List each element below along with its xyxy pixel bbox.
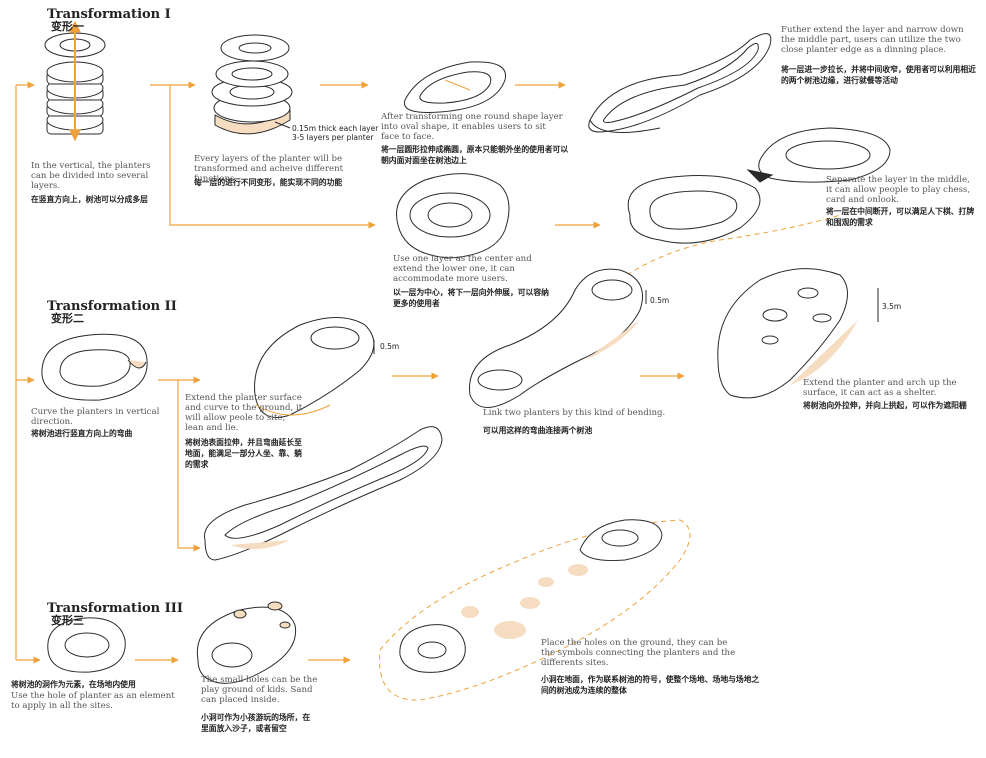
sandpit-planter-sketch bbox=[196, 601, 297, 684]
caption-link-planters-cn: 可以用这样的弯曲连接两个树池 bbox=[483, 426, 593, 435]
curved-planter-sketch bbox=[41, 333, 148, 401]
layered-planter-sketch bbox=[211, 34, 293, 135]
section-title-cn-2: 变形二 bbox=[51, 312, 84, 325]
dimension-layers-per-planter: 3-5 layers per planter bbox=[292, 133, 374, 142]
caption-vertical-layers: In the vertical, the planters can be div… bbox=[31, 161, 151, 191]
section-title-3: Transformation III bbox=[47, 601, 183, 616]
extended-curve-planter-sketch bbox=[254, 317, 375, 418]
dimension-link-height: 0.5m bbox=[650, 296, 670, 305]
caption-layer-functions-cn: 每一层的进行不同变形，能实现不同的功能 bbox=[194, 178, 343, 187]
caption-center-layer-cn: 以一层为中心，将下一层向外伸展，可以容纳更多的使用者 bbox=[393, 288, 549, 308]
stacked-planter-sketch bbox=[44, 20, 106, 142]
section-title-2: Transformation II bbox=[47, 299, 177, 314]
caption-curve-vertical-cn: 将树池进行竖直方向上的弯曲 bbox=[31, 429, 133, 438]
caption-layer-functions: Every layers of the planter will be tran… bbox=[194, 154, 344, 184]
center-extended-planter-sketch bbox=[396, 173, 510, 259]
long-bending-planter-sketch bbox=[204, 426, 443, 561]
oval-planter-sketch bbox=[403, 61, 507, 113]
caption-extend-curve: Extend the planter surface and curve to … bbox=[185, 393, 303, 433]
section-title-cn-3: 变形三 bbox=[51, 614, 84, 627]
caption-extend-layer-cn: 将一层进一步拉长，并将中间收窄，使用者可以利用相近的两个树池边缘，进行就餐等活动 bbox=[781, 65, 976, 85]
dimension-layer-thickness: 0.15m thick each layer bbox=[292, 124, 379, 133]
section-title-1: Transformation I bbox=[47, 7, 171, 22]
caption-center-layer: Use one layer as the center and extend t… bbox=[393, 254, 532, 284]
caption-separate-layer: Separate the layer in the middle, it can… bbox=[826, 175, 971, 205]
caption-shelter-cn: 将树池向外拉伸，并向上拱起，可以作为遮阳棚 bbox=[803, 401, 967, 410]
caption-oval-shape: After transforming one round shape layer… bbox=[381, 112, 563, 142]
caption-kids-playground: The small holes can be the play ground o… bbox=[201, 675, 318, 705]
flow-arrow-t1-branch bbox=[169, 85, 376, 229]
caption-vertical-layers-cn: 在竖直方向上，树池可以分成多层 bbox=[31, 195, 148, 204]
caption-kids-playground-cn: 小洞可作为小孩游玩的场所，在里面放入沙子，或者留空 bbox=[201, 713, 311, 733]
caption-link-planters: Link two planters by this kind of bendin… bbox=[483, 408, 666, 418]
caption-extend-curve-cn: 将树池表面拉伸，并且弯曲延长至地面，能满足一部分人坐、靠、躺的需求 bbox=[185, 438, 302, 469]
dimension-shelter-height: 3.5m bbox=[882, 302, 902, 311]
shelter-planter-sketch bbox=[717, 268, 879, 399]
dimension-curve-height: 0.5m bbox=[380, 342, 400, 351]
hole-planter-sketch bbox=[47, 617, 126, 673]
caption-curve-vertical: Curve the planters in vertical direction… bbox=[31, 407, 160, 427]
flow-arrow-t2-branch bbox=[177, 380, 201, 552]
link-planters-sketch bbox=[469, 268, 647, 408]
section-title-cn-1: 变形一 bbox=[51, 20, 84, 33]
caption-hole-element: Use the hole of planter as an element to… bbox=[11, 691, 175, 711]
caption-extend-layer: Futher extend the layer and narrow down … bbox=[781, 25, 964, 55]
caption-separate-layer-cn: 将一层在中间断开，可以满足人下棋、打牌和围观的需求 bbox=[826, 207, 975, 227]
separated-planter-sketch bbox=[611, 127, 891, 286]
ground-holes-sketch bbox=[379, 519, 691, 701]
caption-ground-holes-cn: 小洞在地面，作为联系树池的符号，使整个场地、场地与场地之间的树池成为连续的整体 bbox=[541, 675, 760, 695]
caption-ground-holes: Place the holes on the ground, they can … bbox=[541, 638, 736, 668]
caption-oval-shape-cn: 将一层圆形拉伸成椭圆，原本只能朝外坐的使用者可以朝内面对面坐在树池边上 bbox=[381, 145, 569, 165]
flow-arrows bbox=[15, 81, 685, 664]
caption-shelter: Extend the planter and arch up the surfa… bbox=[803, 378, 957, 398]
extended-planter-sketch bbox=[588, 33, 772, 133]
caption-hole-element-cn: 将树池的洞作为元素，在场地内使用 bbox=[11, 680, 136, 689]
